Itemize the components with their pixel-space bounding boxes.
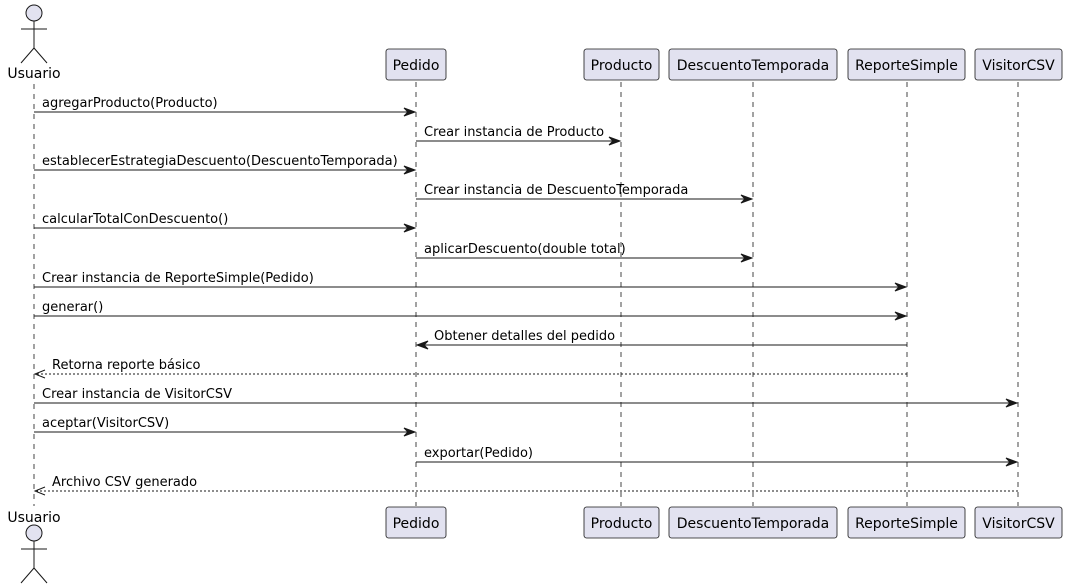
participant-label-visitor-top: VisitorCSV	[982, 58, 1055, 74]
filled-arrowhead-icon	[1005, 398, 1019, 408]
message-1: agregarProducto(Producto)	[34, 96, 417, 117]
participant-descuento-top: DescuentoTemporada	[668, 48, 838, 81]
participant-box-producto-bottom	[583, 506, 660, 539]
participant-visitor-bottom: VisitorCSV	[974, 506, 1063, 539]
actor-usuario-bottom-icon	[20, 524, 48, 584]
message-11: Crear instancia de VisitorCSV	[34, 387, 1019, 408]
participant-label-descuento-bottom: DescuentoTemporada	[677, 516, 829, 532]
participant-box-descuento-bottom	[668, 506, 838, 539]
message-label: aplicarDescuento(double total)	[424, 242, 626, 257]
message-label: Crear instancia de VisitorCSV	[42, 387, 232, 402]
participant-pedido-top: Pedido	[385, 48, 447, 81]
message-2: Crear instancia de Producto	[416, 125, 622, 146]
participant-label-pedido-bottom: Pedido	[393, 516, 440, 532]
participant-box-descuento-top	[668, 48, 838, 81]
filled-arrowhead-icon	[894, 282, 908, 292]
participant-label-producto-top: Producto	[591, 58, 653, 74]
filled-arrowhead-icon	[608, 136, 622, 146]
message-6: aplicarDescuento(double total)	[416, 242, 754, 263]
message-14: Archivo CSV generado	[33, 475, 1018, 496]
participant-box-reporte-bottom	[847, 506, 966, 539]
participant-pedido-bottom: Pedido	[385, 506, 447, 539]
message-4: Crear instancia de DescuentoTemporada	[416, 183, 754, 204]
participant-producto-bottom: Producto	[583, 506, 660, 539]
participant-label-descuento-top: DescuentoTemporada	[677, 58, 829, 74]
participant-label-reporte-bottom: ReporteSimple	[855, 516, 958, 532]
participant-label-reporte-top: ReporteSimple	[855, 58, 958, 74]
filled-arrowhead-icon	[403, 107, 417, 117]
message-label: Crear instancia de DescuentoTemporada	[424, 183, 688, 198]
participant-label-producto-bottom: Producto	[591, 516, 653, 532]
message-label: Obtener detalles del pedido	[434, 329, 615, 344]
message-5: calcularTotalConDescuento()	[34, 212, 417, 233]
message-label: Crear instancia de Producto	[424, 125, 604, 140]
participant-box-pedido-bottom	[385, 506, 447, 539]
participant-reporte-bottom: ReporteSimple	[847, 506, 966, 539]
open-arrowhead-icon	[33, 486, 46, 496]
participant-producto-top: Producto	[583, 48, 660, 81]
message-10: Retorna reporte básico	[33, 358, 907, 379]
filled-arrowhead-icon	[403, 165, 417, 175]
message-label: Retorna reporte básico	[52, 358, 201, 373]
participant-descuento-bottom: DescuentoTemporada	[668, 506, 838, 539]
message-label: exportar(Pedido)	[424, 446, 533, 461]
open-arrowhead-icon	[33, 369, 46, 379]
participant-box-producto-top	[583, 48, 660, 81]
message-label: Archivo CSV generado	[52, 475, 197, 490]
participant-label-visitor-bottom: VisitorCSV	[982, 516, 1055, 532]
message-9: Obtener detalles del pedido	[415, 329, 907, 350]
message-label: establecerEstrategiaDescuento(DescuentoT…	[42, 154, 398, 169]
filled-arrowhead-icon	[415, 340, 429, 350]
message-12: aceptar(VisitorCSV)	[34, 416, 417, 437]
participant-reporte-top: ReporteSimple	[847, 48, 966, 81]
participant-box-pedido-top	[385, 48, 447, 81]
participant-box-reporte-top	[847, 48, 966, 81]
participant-label-usuario-bottom: Usuario	[7, 510, 60, 526]
message-label: Crear instancia de ReporteSimple(Pedido)	[42, 271, 314, 286]
filled-arrowhead-icon	[403, 427, 417, 437]
message-label: generar()	[42, 300, 103, 315]
message-13: exportar(Pedido)	[416, 446, 1019, 467]
filled-arrowhead-icon	[403, 223, 417, 233]
message-label: agregarProducto(Producto)	[42, 96, 218, 111]
participant-visitor-top: VisitorCSV	[974, 48, 1063, 81]
filled-arrowhead-icon	[740, 194, 754, 204]
participant-box-visitor-bottom	[974, 506, 1063, 539]
filled-arrowhead-icon	[1005, 457, 1019, 467]
message-7: Crear instancia de ReporteSimple(Pedido)	[34, 271, 908, 292]
message-3: establecerEstrategiaDescuento(DescuentoT…	[34, 154, 417, 175]
participant-box-visitor-top	[974, 48, 1063, 81]
filled-arrowhead-icon	[740, 253, 754, 263]
actor-usuario-top-icon	[20, 4, 48, 64]
message-8: generar()	[34, 300, 908, 321]
participant-label-usuario-top: Usuario	[7, 66, 60, 82]
message-label: calcularTotalConDescuento()	[42, 212, 228, 227]
filled-arrowhead-icon	[894, 311, 908, 321]
message-label: aceptar(VisitorCSV)	[42, 416, 169, 431]
participant-label-pedido-top: Pedido	[393, 58, 440, 74]
